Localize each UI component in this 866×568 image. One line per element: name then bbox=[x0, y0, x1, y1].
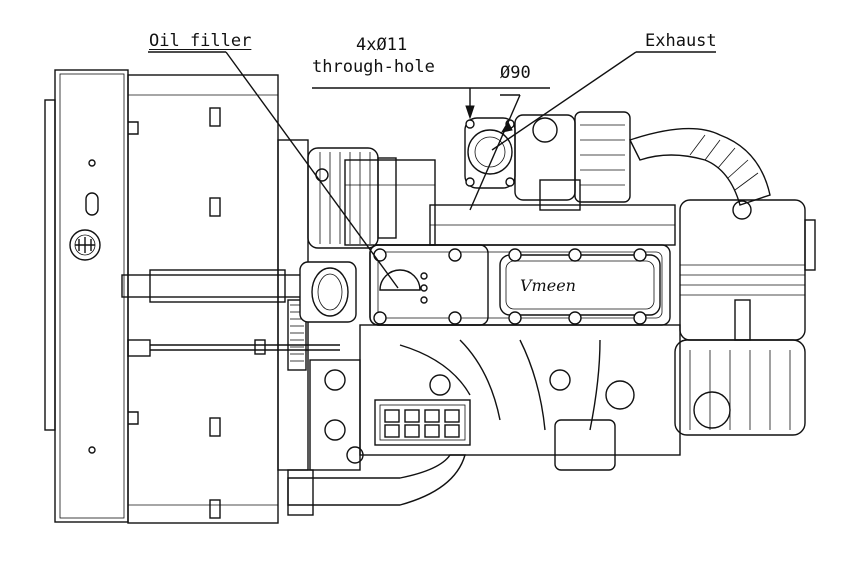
intake-elbow bbox=[629, 127, 771, 220]
alternator bbox=[307, 147, 397, 249]
exhaust-flange bbox=[464, 117, 516, 189]
cylinder-head bbox=[344, 159, 676, 246]
holes-label-line1: 4xØ11 bbox=[356, 35, 408, 55]
lower-hose bbox=[287, 454, 466, 516]
valve-cover-badge: Vmeen bbox=[520, 276, 576, 295]
leader-lines bbox=[148, 51, 716, 289]
exhaust-label: Exhaust bbox=[645, 31, 717, 51]
oil-filler-neck bbox=[299, 261, 357, 323]
air-filter bbox=[674, 199, 816, 436]
engine-block bbox=[309, 324, 681, 471]
oil-filler-label: Oil filler bbox=[149, 31, 252, 51]
holes-label-line2: through-hole bbox=[312, 57, 435, 77]
turbocharger bbox=[514, 111, 631, 211]
diameter-label: Ø90 bbox=[500, 63, 531, 83]
